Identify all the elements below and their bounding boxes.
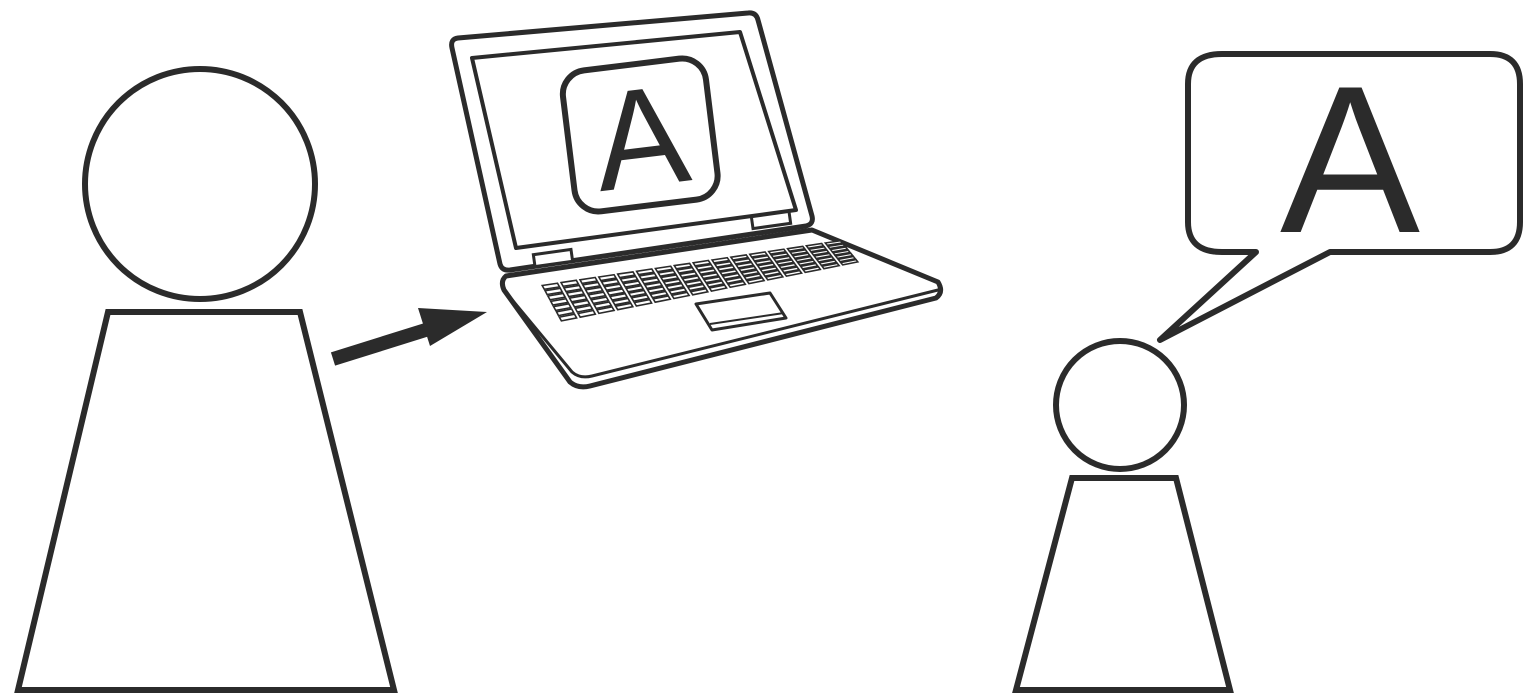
child-head <box>1056 341 1184 469</box>
laptop-touchpad-divider <box>710 313 784 324</box>
screen-letter: A <box>585 54 697 221</box>
child-person-icon <box>1016 341 1230 690</box>
adult-body <box>18 312 394 690</box>
arrow-shaft <box>333 328 432 359</box>
adult-person-icon <box>18 69 394 690</box>
arrow-head <box>418 308 487 346</box>
adult-head <box>85 69 315 299</box>
laptop-touchpad <box>696 293 786 330</box>
arrow-right-icon <box>333 308 487 359</box>
speech-bubble-icon: A <box>1160 42 1520 340</box>
child-body <box>1016 478 1230 690</box>
screen-app-icon: A <box>560 51 722 224</box>
laptop-icon: A <box>452 13 941 387</box>
speech-letter: A <box>1280 42 1420 277</box>
